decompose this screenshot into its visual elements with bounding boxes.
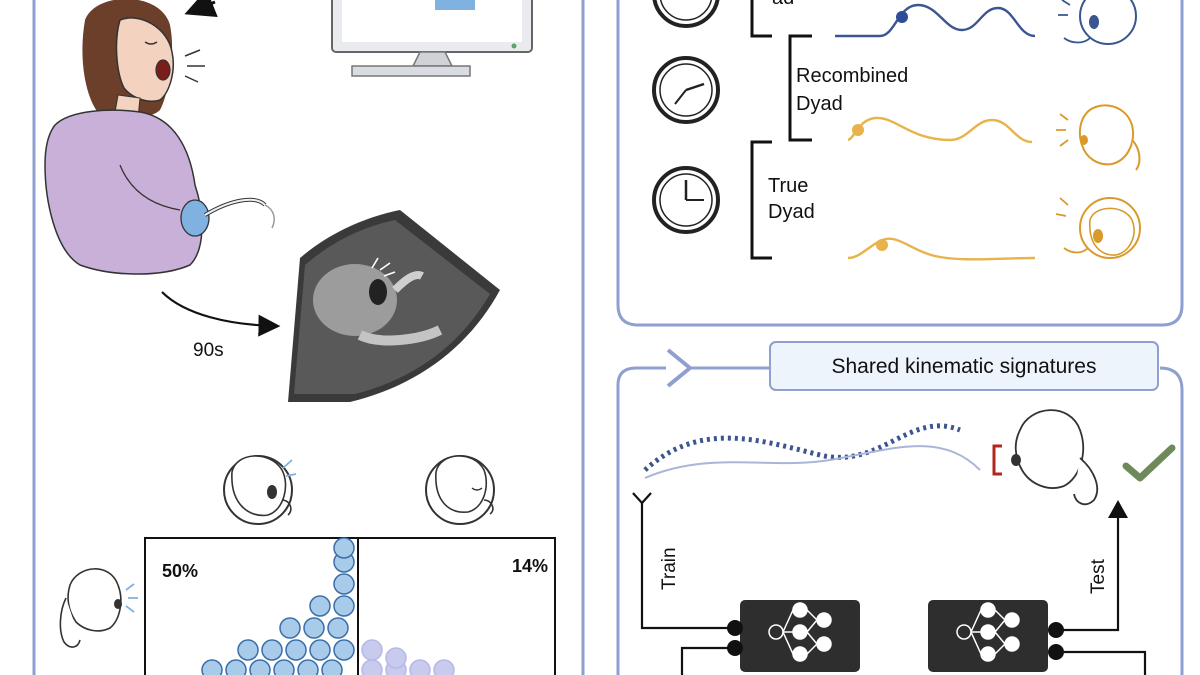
matrix-bubble: [385, 647, 407, 669]
section-title: Shared kinematic signatures: [832, 355, 1097, 378]
clock-icon-middle: [652, 56, 720, 124]
right-percent-label: 14%: [512, 556, 548, 576]
top-arrow-icon: [184, 0, 218, 18]
matrix-bubble: [309, 639, 331, 661]
matrix-bubble: [261, 639, 283, 661]
matrix-bubble: [333, 639, 355, 661]
section-title-box: [769, 341, 1159, 391]
yawn-bubbles-group: [201, 537, 355, 675]
bracket-true: [750, 140, 772, 260]
bracket-recombined: [788, 34, 812, 142]
matrix-bubble: [361, 639, 383, 661]
matrix-bubble: [333, 573, 355, 595]
left-percent-label: 50%: [162, 561, 198, 581]
curved-arrow-icon: [161, 291, 281, 337]
dotted-signature-curve: [643, 423, 961, 472]
resting-fetus-icon: [425, 455, 495, 525]
blue-waveform: [835, 3, 1036, 38]
train-fork-icon: [632, 492, 652, 505]
yawning-infant-icon-gold: [1055, 197, 1141, 259]
duration-label: 90s: [193, 340, 224, 361]
left-panel: 90s: [32, 0, 585, 675]
contagion-matrix: 50% 14%: [144, 537, 556, 675]
matrix-bubble: [249, 659, 271, 675]
yawning-fetus-icon: [223, 455, 297, 525]
true-label-line2: Dyad: [768, 201, 815, 223]
matrix-bubble: [433, 659, 455, 675]
gold-waveform-recombined: [847, 116, 1033, 144]
test-connector: [1050, 512, 1120, 632]
true-label-line1: True: [768, 175, 808, 197]
blue-waveform-marker: [896, 11, 908, 23]
right-top-panel: ad Recombined Dyad True Dyad: [616, 0, 1184, 327]
yawning-infant-icon-blue: [1058, 0, 1137, 45]
matrix-bubble: [333, 595, 355, 617]
matrix-bubble: [285, 639, 307, 661]
mouth-bracket-icon: [992, 444, 1002, 476]
mother-profile-icon: [59, 568, 138, 648]
ultrasound-scan-image: [288, 210, 500, 402]
train-connector: [640, 503, 738, 630]
recombined-label-line1: Recombined: [796, 65, 908, 87]
thin-signature-curve: [644, 445, 981, 479]
neural-network-box-test: [928, 600, 1147, 675]
matrix-bubble: [327, 617, 349, 639]
matrix-bubble: [361, 659, 383, 675]
gold-waveform-true: [847, 237, 1036, 261]
matrix-bubble: [237, 639, 259, 661]
right-top-frame: [616, 0, 1184, 327]
chevron-right-icon: [666, 348, 692, 388]
neural-network-box-train: [680, 600, 860, 675]
yawning-woman-icon-gold: [1056, 104, 1141, 171]
matrix-bubble: [201, 659, 223, 675]
clock-icon-bottom: [652, 166, 720, 234]
bracket-partial: [750, 0, 772, 38]
clock-icon-top: [652, 0, 720, 28]
test-arrow-head: [1108, 500, 1128, 518]
matrix-bubble: [409, 659, 431, 675]
test-label: Test: [1088, 558, 1109, 594]
pregnant-woman-illustration: [44, 0, 275, 275]
partial-dyad-label: ad: [772, 0, 794, 9]
matrix-bubble: [297, 659, 319, 675]
matrix-bubble: [321, 659, 343, 675]
gold-waveform-marker-true: [876, 239, 888, 251]
gold-waveform-marker-recombined: [852, 124, 864, 136]
matrix-bubble: [225, 659, 247, 675]
matrix-bubble: [303, 617, 325, 639]
right-bottom-panel: Shared kinematic signatures Train Test: [616, 341, 1184, 675]
train-label: Train: [659, 547, 680, 590]
woman-profile-icon: [992, 409, 1099, 506]
matrix-bubble: [309, 595, 331, 617]
recombined-label-line2: Dyad: [796, 93, 843, 115]
matrix-bubble: [333, 537, 355, 559]
checkmark-icon: [1122, 444, 1176, 482]
matrix-bubble: [279, 617, 301, 639]
no-yawn-bubbles-group: [361, 639, 455, 675]
matrix-bubble: [273, 659, 295, 675]
monitor-icon: [331, 0, 533, 77]
